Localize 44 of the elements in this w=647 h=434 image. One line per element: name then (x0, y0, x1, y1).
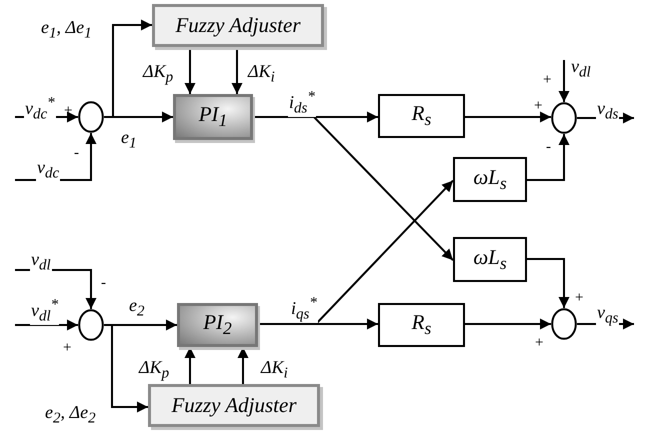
edge-label: ΔK$_{p}$ (142, 62, 174, 86)
arrow (465, 318, 551, 330)
sign-label: + (63, 341, 72, 356)
sign-label: + (534, 99, 542, 114)
arrow (465, 112, 552, 122)
fuzzy-adjuster-block (152, 4, 324, 47)
arrow (104, 112, 173, 122)
summing-junction (551, 102, 577, 134)
block-label: ωL$_{s}$ (473, 244, 507, 274)
arrow (238, 347, 248, 384)
gain-block (453, 237, 527, 282)
arrow (527, 134, 570, 181)
summing-junction (551, 308, 577, 340)
edge-label: ΔK$_{p}$ (138, 358, 170, 382)
sign-label: + (535, 336, 544, 351)
arrow (104, 324, 148, 412)
block-label: Fuzzy Adjuster (175, 13, 301, 38)
block-label: R$_{s}$ (412, 310, 432, 340)
block-label: Fuzzy Adjuster (171, 393, 297, 418)
arrow (184, 347, 196, 384)
arrow (527, 258, 570, 308)
summing-junction (78, 101, 104, 133)
arrow (15, 269, 96, 309)
block-label: PI$_{1}$ (198, 102, 228, 132)
block-label: ωL$_{s}$ (473, 164, 507, 194)
block-label: R$_{s}$ (412, 101, 432, 131)
sign-label: + (543, 73, 552, 88)
fuzzy-adjuster-block (148, 384, 320, 427)
pi-controller-block (177, 303, 258, 347)
sign-label: - (74, 146, 79, 161)
pi-controller-block (173, 94, 253, 140)
gain-block (453, 157, 527, 202)
gain-block (378, 94, 465, 138)
gain-block (378, 303, 465, 347)
sign-label: + (575, 291, 584, 306)
arrow (232, 47, 242, 94)
summing-junction (78, 309, 104, 341)
sign-label: - (546, 140, 551, 155)
arrow (15, 320, 78, 330)
arrow (558, 60, 570, 102)
sign-label: - (101, 276, 106, 291)
arrow (577, 318, 634, 330)
arrow (184, 47, 196, 94)
block-label: PI$_{2}$ (203, 310, 232, 340)
